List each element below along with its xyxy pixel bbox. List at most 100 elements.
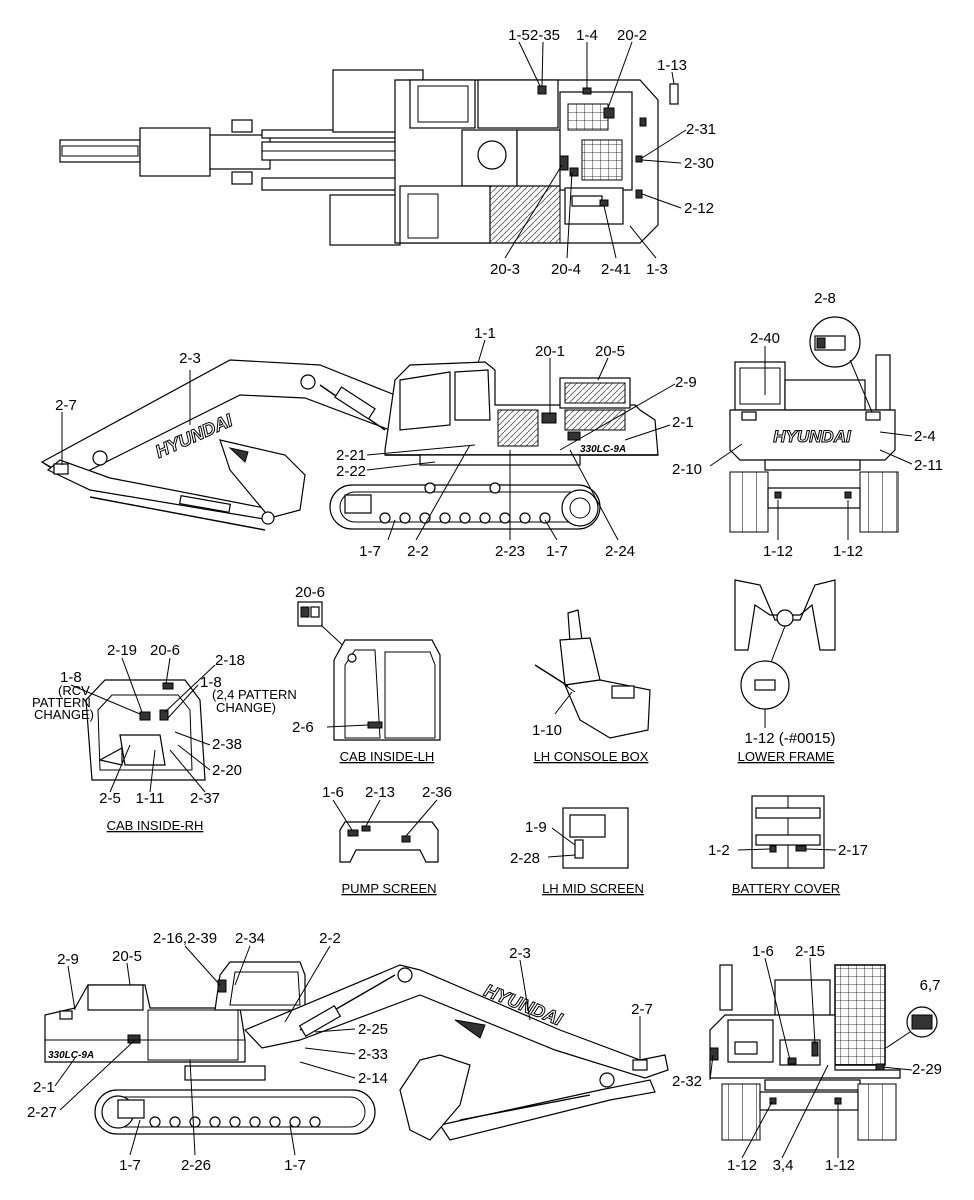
lower-frame-title: LOWER FRAME <box>738 749 835 764</box>
rh-label: 2-3 <box>509 945 531 962</box>
cab-inside-rh-title: CAB INSIDE-RH <box>107 818 204 833</box>
battery-cover-title: BATTERY COVER <box>732 881 840 896</box>
pump-screen: 1-6 2-13 2-36 PUMP SCREEN <box>322 784 452 896</box>
top-label: 1-5 <box>508 27 530 44</box>
rh-label: 2-7 <box>631 1001 653 1018</box>
top-label: 1-4 <box>576 27 598 44</box>
top-label: 2-31 <box>686 121 716 138</box>
lh-label: 2-2 <box>407 543 429 560</box>
rh-label: 2-2 <box>319 930 341 947</box>
rh-label: 1-7 <box>119 1157 141 1174</box>
pump-label: 2-13 <box>365 784 395 801</box>
front-label: 6,7 <box>920 977 941 994</box>
top-label: 20-3 <box>490 261 520 278</box>
rear-label: 2-4 <box>914 428 936 445</box>
rh-label: 2-25 <box>358 1021 388 1038</box>
battery-label: 2-17 <box>838 842 868 859</box>
lh-label: 2-24 <box>605 543 635 560</box>
top-label: 1-3 <box>646 261 668 278</box>
cab-rh-label: 2-37 <box>190 790 220 807</box>
rh-label: 2-14 <box>358 1070 388 1087</box>
cab-rh-label: 2-38 <box>212 736 242 753</box>
rear-label: 1-12 <box>833 543 863 560</box>
cab-rh-note: PATTERN <box>32 695 91 710</box>
pump-label: 2-36 <box>422 784 452 801</box>
top-label: 2-35 <box>530 27 560 44</box>
mid-screen-label: 1-9 <box>525 819 547 836</box>
front-label: 2-32 <box>672 1073 702 1090</box>
rh-label: 2-1 <box>33 1079 55 1096</box>
cab-rh-note: CHANGE) <box>34 707 94 722</box>
mid-screen-label: 2-28 <box>510 850 540 867</box>
front-cab-grille <box>834 964 886 1066</box>
front-label: 1-12 <box>727 1157 757 1174</box>
lh-label: 1-7 <box>546 543 568 560</box>
lh-label: 1-7 <box>359 543 381 560</box>
front-label: 1-12 <box>825 1157 855 1174</box>
cab-rh-label: 1-8 <box>60 669 82 686</box>
top-label: 1-13 <box>657 57 687 74</box>
rear-label: 2-40 <box>750 330 780 347</box>
top-label: 2-12 <box>684 200 714 217</box>
cab-rh-label: 20-6 <box>150 642 180 659</box>
lh-label: 2-22 <box>336 463 366 480</box>
lh-label: 1-1 <box>474 325 496 342</box>
cab-inside-lh: 20-6 2-6 CAB INSIDE-LH <box>292 584 441 764</box>
lh-label: 2-21 <box>336 447 366 464</box>
top-label: 20-4 <box>551 261 581 278</box>
model-badge-rh: 330LC-9A <box>48 1050 94 1061</box>
track-rollers-lh <box>379 512 551 524</box>
rh-label: 2-26 <box>181 1157 211 1174</box>
rh-label: 1-7 <box>284 1157 306 1174</box>
cab-rh-label: 2-18 <box>215 652 245 669</box>
cab-rh-label: 2-5 <box>99 790 121 807</box>
lh-console-box-title: LH CONSOLE BOX <box>534 749 649 764</box>
lh-console-box: 1-10 LH CONSOLE BOX <box>532 609 651 764</box>
battery-label: 1-2 <box>708 842 730 859</box>
track-rollers-rh <box>149 1116 321 1128</box>
cab-rh-label: 2-19 <box>107 642 137 659</box>
side-view-rh: 330LC-9A HYUNDAI 2-16,2-39 2-34 2-2 <box>27 930 669 1174</box>
front-label: 2-29 <box>912 1061 942 1078</box>
lh-label: 20-1 <box>535 343 565 360</box>
rear-label: 2-8 <box>814 290 836 307</box>
model-badge-lh: 330LC-9A <box>580 444 626 455</box>
rear-brand: HYUNDAI <box>773 427 852 446</box>
cab-lh-label: 20-6 <box>295 584 325 601</box>
lower-frame: 1-12 (-#0015) LOWER FRAME <box>734 579 836 764</box>
front-label: 2-15 <box>795 943 825 960</box>
lh-mid-screen-title: LH MID SCREEN <box>542 881 644 896</box>
cab-rh-label: 2-20 <box>212 762 242 779</box>
cab-rh-label: 1-8 <box>200 674 222 691</box>
rh-label: 2-33 <box>358 1046 388 1063</box>
front-label: 3,4 <box>773 1157 794 1174</box>
cab-rh-label: 1-11 <box>136 790 165 807</box>
rh-label: 2-34 <box>235 930 265 947</box>
top-label: 2-30 <box>684 155 714 172</box>
lower-frame-label: 1-12 (-#0015) <box>745 730 836 747</box>
cab-rh-note: CHANGE) <box>216 700 276 715</box>
lh-label: 2-3 <box>179 350 201 367</box>
top-vent-grille <box>567 103 623 181</box>
top-label: 2-41 <box>601 261 631 278</box>
rear-view: HYUNDAI 2-8 2-40 2-4 2-10 2-11 1-12 1-12 <box>672 290 943 560</box>
rh-label: 20-5 <box>112 948 142 965</box>
cab-inside-rh: 1-8 (RCV PATTERN CHANGE) 2-19 20-6 2-18 … <box>32 642 297 833</box>
lh-mid-screen: 1-9 2-28 LH MID SCREEN <box>510 807 644 896</box>
rear-label: 2-10 <box>672 461 702 478</box>
lh-label: 2-1 <box>672 414 694 431</box>
lh-label: 2-9 <box>675 374 697 391</box>
cab-inside-lh-title: CAB INSIDE-LH <box>340 749 435 764</box>
cab-rh-note: (2,4 PATTERN <box>212 687 297 702</box>
console-label: 1-10 <box>532 722 562 739</box>
front-view: 1-6 2-15 6,7 2-29 2-32 1-12 3,4 1-12 <box>672 943 942 1174</box>
top-view: 1-5 2-35 1-4 20-2 1-13 2-31 2-30 2-12 20… <box>59 27 716 278</box>
rh-label: 2-16,2-39 <box>153 930 217 947</box>
cab-rh-note: (RCV <box>58 683 90 698</box>
front-label: 1-6 <box>752 943 774 960</box>
rh-label: 2-27 <box>27 1104 57 1121</box>
rear-label: 1-12 <box>763 543 793 560</box>
pump-screen-title: PUMP SCREEN <box>341 881 436 896</box>
top-label: 20-2 <box>617 27 647 44</box>
